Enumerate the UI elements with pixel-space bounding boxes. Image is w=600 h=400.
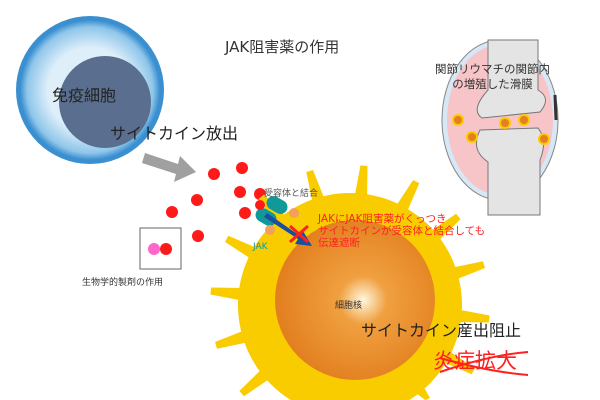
cytokine-release-label: サイトカイン放出 [110, 124, 239, 143]
inhibition-note: JAKにJAK阻害薬がくっつき サイトカインが受容体と結合しても 伝達遮断 [318, 213, 485, 249]
joint-illustration [441, 39, 559, 216]
inflammation-label: 炎症拡大 [433, 349, 517, 373]
nucleus-label: 細胞核 [335, 301, 363, 311]
cytokine-dots [166, 162, 266, 242]
joint-label-line: 関節リウマチの関節内 [435, 62, 550, 76]
immune-cell [16, 16, 164, 164]
release-arrow-icon [142, 153, 196, 182]
cell-nucleus [275, 220, 435, 380]
immune-cell-label: 免疫細胞 [52, 86, 117, 105]
biologic-label: 生物学的製剤の作用 [82, 278, 164, 288]
inhibition-note-line: サイトカインが受容体と結合しても [318, 225, 486, 237]
inhibition-note-line: 伝達遮断 [318, 237, 360, 249]
biologic-drug-box [139, 227, 182, 270]
jak-inhibitor-arrow-icon [264, 213, 312, 246]
jak-label: JAK [253, 242, 268, 252]
inflammation-strike-icon [439, 351, 529, 376]
inhibition-note-line: JAKにJAK阻害薬がくっつき [318, 213, 447, 225]
page-title: JAK阻害薬の作用 [225, 38, 340, 56]
joint-label: 関節リウマチの関節内 の増殖した滑膜 [435, 62, 550, 92]
receptor-binding-label: 受容体と結合 [264, 189, 319, 199]
joint-label-line: の増殖した滑膜 [452, 77, 533, 91]
cytokine-block-label: サイトカイン産出阻止 [361, 321, 522, 340]
block-x-icon [289, 224, 309, 244]
